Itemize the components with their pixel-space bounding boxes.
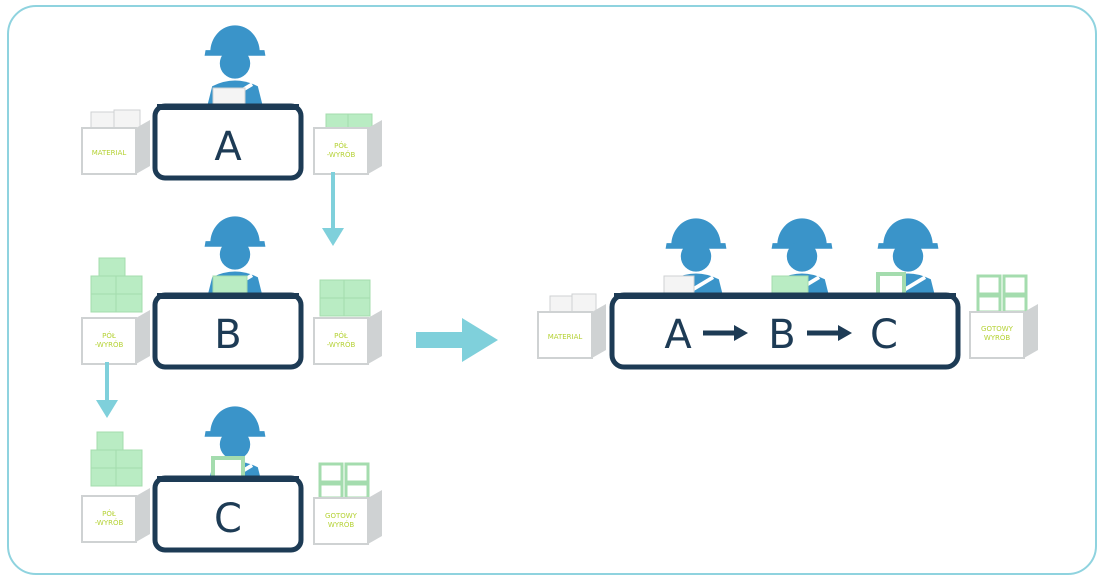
sequence-arrow xyxy=(807,325,852,341)
crate-side xyxy=(368,120,382,174)
crate-side xyxy=(136,488,150,542)
product-cube xyxy=(976,274,1002,296)
stack-cube xyxy=(319,279,347,299)
station-B: B xyxy=(152,216,304,370)
station-bench-top xyxy=(157,293,299,299)
station-label: A xyxy=(214,124,242,170)
stack-cube xyxy=(115,275,143,295)
semi-product-crate-input-C: PÓŁ-WYRÓB xyxy=(81,431,150,543)
stack-cube xyxy=(115,293,143,313)
stack-cube xyxy=(90,449,118,469)
stack-cube xyxy=(319,297,347,317)
station-label: B xyxy=(214,312,241,358)
crate-label: PÓŁ-WYRÓB xyxy=(327,141,356,159)
diagram-frame xyxy=(7,5,1097,575)
crate-label: PÓŁ-WYRÓB xyxy=(95,331,124,349)
crate-front xyxy=(81,127,137,175)
stack-cube xyxy=(325,113,351,129)
stack-cube xyxy=(343,279,371,299)
separated-stations: A B C MATERIAL xyxy=(81,25,382,553)
material-crate: MATERIAL xyxy=(81,109,150,175)
semi-product-crate-output-B: PÓŁ-WYRÓB xyxy=(313,279,382,365)
crate-front xyxy=(313,497,369,545)
flow-arrow-B-to-C xyxy=(96,362,118,418)
combined-station-bench-top xyxy=(614,293,956,299)
product-cube xyxy=(344,462,370,484)
stack-cube xyxy=(571,293,597,313)
product-cube xyxy=(318,482,344,500)
crate-side xyxy=(592,304,606,358)
product-cube xyxy=(318,462,344,484)
crate-side xyxy=(136,120,150,174)
crate-side xyxy=(1024,304,1038,358)
crate-label: MATERIAL xyxy=(548,333,583,341)
station-C: C xyxy=(152,406,304,553)
station-bench-top xyxy=(157,104,299,110)
flow-arrow-A-to-B xyxy=(322,172,344,246)
product-cube xyxy=(1002,274,1028,296)
stack-cube xyxy=(549,295,575,313)
crate-side xyxy=(368,490,382,544)
stack-cube xyxy=(347,113,373,129)
product-cube xyxy=(344,482,370,500)
stack-cube xyxy=(115,449,143,469)
product-cube xyxy=(1002,294,1028,314)
crate-side xyxy=(136,310,150,364)
transformation-arrow xyxy=(416,318,498,362)
station-A: A xyxy=(152,25,304,181)
stack-cube xyxy=(90,293,118,313)
stack-cube xyxy=(90,275,118,295)
station-bench-top xyxy=(157,476,299,482)
semi-product-crate-input-B: PÓŁ-WYRÓB xyxy=(81,257,150,365)
stack-cube xyxy=(115,467,143,487)
combined-station-label-A: A xyxy=(664,312,692,358)
crate-side xyxy=(368,310,382,364)
combined-station-label-C: C xyxy=(870,312,898,358)
crate-front xyxy=(313,317,369,365)
station-label: C xyxy=(214,496,242,542)
material-crate: MATERIAL xyxy=(537,293,606,359)
stack-cube xyxy=(90,467,118,487)
combined-station-label-B: B xyxy=(768,312,795,358)
stack-cube xyxy=(343,297,371,317)
crate-front xyxy=(537,311,593,359)
crate-front xyxy=(313,127,369,175)
crate-front xyxy=(969,311,1025,359)
crate-label: MATERIAL xyxy=(92,149,127,157)
crate-label: PÓŁ-WYRÓB xyxy=(327,331,356,349)
crate-label: PÓŁ-WYRÓB xyxy=(95,509,124,527)
product-cube xyxy=(976,294,1002,314)
sequence-arrow xyxy=(703,325,748,341)
semi-product-crate-output-A: PÓŁ-WYRÓB xyxy=(313,113,382,175)
stack-cube xyxy=(96,431,124,451)
stack-cube xyxy=(98,257,126,277)
crate-front xyxy=(81,317,137,365)
crate-front xyxy=(81,495,137,543)
